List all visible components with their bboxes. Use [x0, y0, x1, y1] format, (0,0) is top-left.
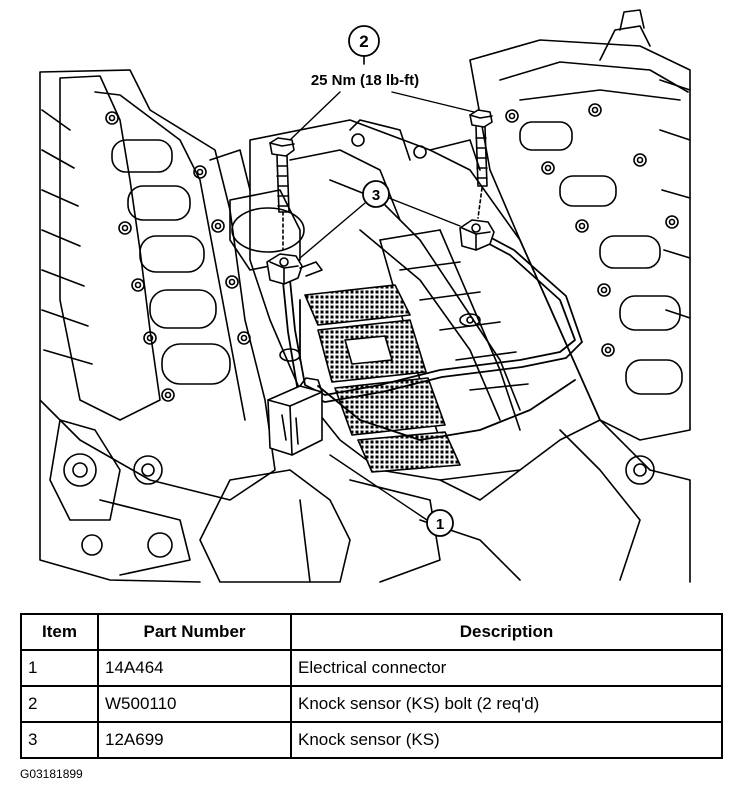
- knock-sensor-right: [459, 219, 495, 251]
- item-cell: 1: [20, 649, 99, 687]
- callout-3: 3: [299, 180, 461, 259]
- callout-1: 1: [329, 454, 454, 537]
- figure-id: G03181899: [20, 767, 83, 781]
- description-cell: Knock sensor (KS): [290, 721, 723, 759]
- engine-illustration: 2 25 Nm (18 lb-ft) 3 1: [39, 9, 691, 583]
- table-row: 1 14A464 Electrical connector: [20, 649, 723, 687]
- item-cell: 2: [20, 685, 99, 723]
- column-header-item: Item: [20, 613, 99, 651]
- part-number-cell: W500110: [97, 685, 292, 723]
- callout-2: 2 25 Nm (18 lb-ft): [289, 25, 475, 141]
- column-header-part-number: Part Number: [97, 613, 292, 651]
- table-header-row: Item Part Number Description: [20, 613, 723, 651]
- table-row: 3 12A699 Knock sensor (KS): [20, 721, 723, 759]
- left-cylinder-head: [39, 69, 276, 583]
- svg-text:3: 3: [372, 187, 380, 204]
- table-row: 2 W500110 Knock sensor (KS) bolt (2 req'…: [20, 685, 723, 723]
- description-cell: Knock sensor (KS) bolt (2 req'd): [290, 685, 723, 723]
- item-cell: 3: [20, 721, 99, 759]
- svg-text:1: 1: [436, 516, 444, 533]
- knock-sensor-harness: [282, 233, 583, 441]
- parts-table: Item Part Number Description 1 14A464 El…: [20, 613, 723, 759]
- description-cell: Electrical connector: [290, 649, 723, 687]
- electrical-connector: [267, 377, 323, 456]
- column-header-description: Description: [290, 613, 723, 651]
- torque-spec-label: 25 Nm (18 lb-ft): [311, 72, 419, 89]
- right-cylinder-head: [419, 9, 691, 583]
- part-number-cell: 14A464: [97, 649, 292, 687]
- knock-sensor-left: [266, 253, 323, 285]
- svg-text:2: 2: [359, 32, 368, 51]
- knock-sensor-bolt-right: [469, 109, 493, 219]
- part-number-cell: 12A699: [97, 721, 292, 759]
- engine-valley: [199, 119, 601, 583]
- knock-sensor-bolt-left: [269, 137, 295, 251]
